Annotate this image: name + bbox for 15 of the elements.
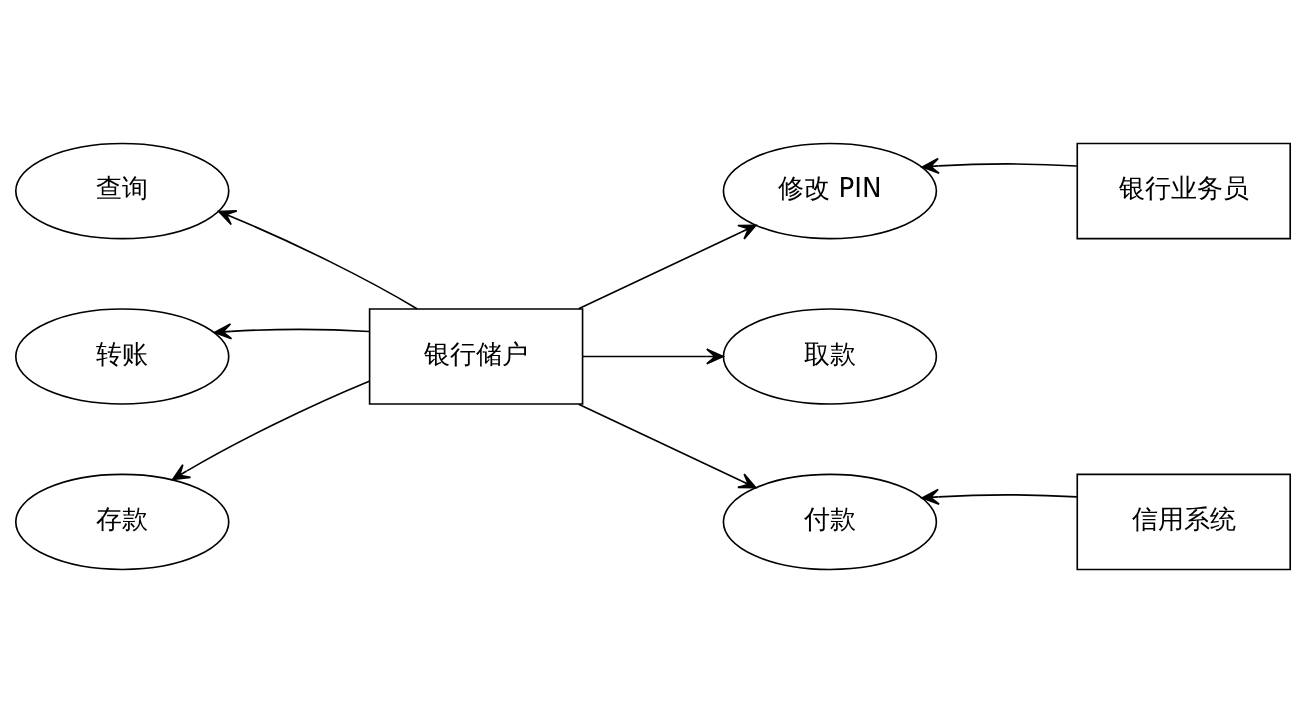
arrow: [582, 347, 724, 365]
arrow: [921, 157, 1078, 174]
arrow: [217, 209, 419, 310]
node-ellipse: 存款: [14, 473, 230, 570]
node-ellipse: 查询: [14, 142, 230, 239]
node-box: 信用系统: [1076, 473, 1292, 570]
arrow: [213, 322, 370, 340]
arrow: [577, 223, 757, 310]
node-box: 银行业务员: [1076, 142, 1292, 239]
arrow: [577, 402, 757, 489]
arrow: [171, 379, 371, 480]
node-box: 银行储户: [368, 307, 584, 405]
arrow: [921, 488, 1078, 505]
node-ellipse: 转账: [14, 307, 230, 405]
node-ellipse: 取款: [722, 307, 938, 405]
